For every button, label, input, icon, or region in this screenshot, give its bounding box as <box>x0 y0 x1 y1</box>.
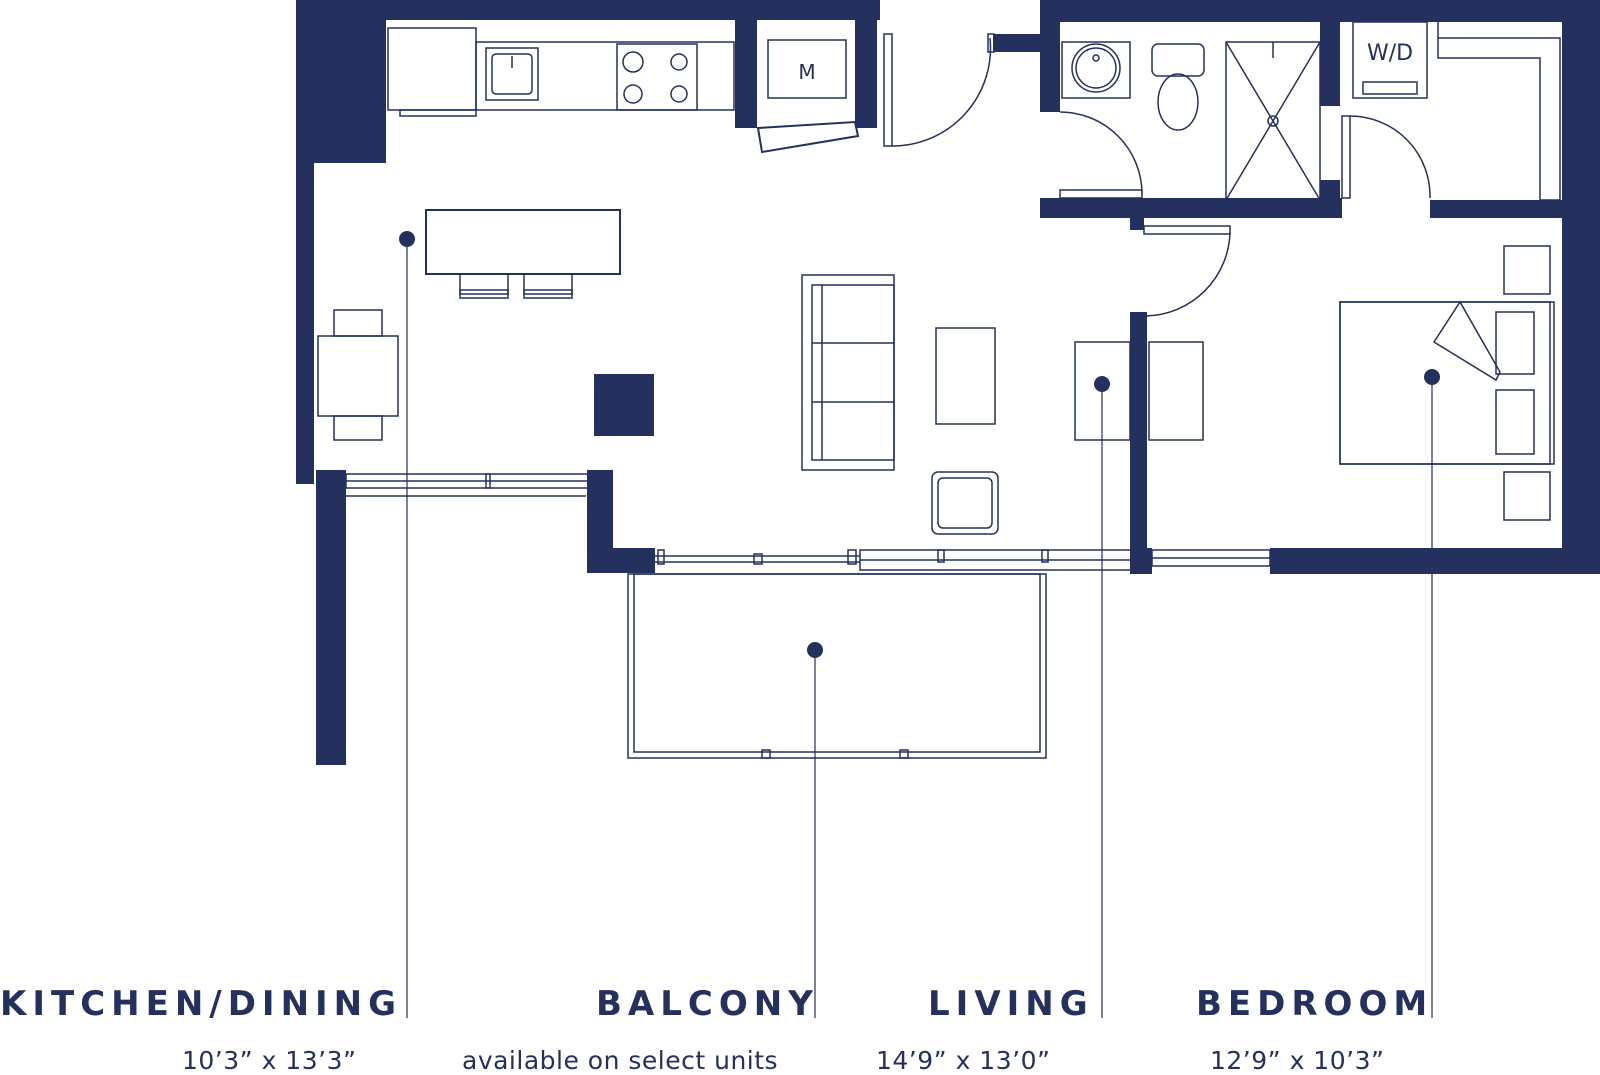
wall-stub <box>1130 216 1144 230</box>
label-leaders <box>399 231 1440 1018</box>
entry-door-swing <box>891 37 992 147</box>
pantry-door <box>756 120 860 154</box>
burner <box>623 84 643 104</box>
wall-bath-left <box>1040 0 1060 112</box>
lavatory <box>1071 43 1121 93</box>
room-label-balcony: BALCONY <box>596 984 819 1024</box>
bedroom-furniture <box>1143 225 1555 521</box>
bed-sheet-fold <box>1432 300 1501 382</box>
kitchen-fixtures: M <box>387 27 860 154</box>
room-label-living: LIVING <box>928 984 1094 1024</box>
wall-left-lower <box>316 470 346 765</box>
burner <box>670 85 688 103</box>
room-note-balcony: available on select units <box>462 1046 779 1075</box>
dining-table <box>317 309 399 441</box>
laundry-closet: W/D <box>1341 21 1561 201</box>
bath-door-swing <box>1059 111 1143 195</box>
stool <box>523 289 573 299</box>
wall-bath-door <box>993 34 1041 52</box>
balcony-railing <box>627 573 1047 759</box>
entry-door <box>883 33 995 147</box>
stool <box>523 273 573 295</box>
island <box>425 209 621 299</box>
nightstand <box>1503 245 1551 295</box>
burner <box>670 53 688 71</box>
cooktop <box>616 43 698 111</box>
pillow <box>1495 389 1535 455</box>
wall-closet-lower <box>1320 180 1340 218</box>
structural-column <box>594 374 654 436</box>
pillow <box>1495 311 1535 375</box>
shower-drain <box>1267 115 1279 127</box>
washer-dryer <box>1352 21 1428 99</box>
fridge <box>387 27 477 111</box>
burner <box>622 51 644 73</box>
nightstand <box>1503 471 1551 521</box>
bed-frame <box>1339 301 1555 465</box>
closet-shelf <box>1437 22 1561 201</box>
closet-door-swing <box>1349 115 1431 199</box>
bedroom-desk <box>1148 341 1204 441</box>
wall-bath-bottom <box>1040 198 1342 218</box>
bath-door-leaf <box>1059 189 1143 199</box>
room-dimensions-bedroom: 12’9” x 10’3” <box>1210 1046 1385 1075</box>
wall-balcony-corner <box>587 548 655 573</box>
wall-microwave-right <box>855 18 877 128</box>
wall-bottom-right <box>1270 548 1600 574</box>
room-dimensions-living: 14’9” x 13’0” <box>876 1046 1051 1075</box>
walls <box>296 0 1600 765</box>
coffee-table <box>935 327 996 425</box>
stool <box>459 273 509 295</box>
washer-dryer-label: W/D <box>1367 41 1413 66</box>
vanity <box>1061 41 1131 99</box>
windows <box>345 473 1271 571</box>
stool <box>459 289 509 299</box>
toilet-bowl <box>1157 73 1199 131</box>
island-counter <box>425 209 621 275</box>
microwave <box>767 39 847 99</box>
closet-door-leaf <box>1341 115 1351 199</box>
dining-chair <box>333 415 383 441</box>
bedroom-door-swing <box>1145 231 1231 317</box>
room-dimensions-kitchen-dining: 10’3” x 13’3” <box>182 1046 357 1075</box>
fridge-door <box>399 109 477 117</box>
sink-outer <box>485 47 539 101</box>
toilet-tank <box>1151 43 1205 77</box>
entry-door-leaf <box>883 33 893 147</box>
bathroom <box>1059 41 1321 201</box>
balcony-outline <box>627 573 1047 759</box>
room-label-bedroom: BEDROOM <box>1196 984 1434 1024</box>
wall-top <box>386 0 880 20</box>
dining-tabletop <box>317 335 399 417</box>
wall-bedroom-left <box>1130 312 1147 574</box>
wall-microwave-left <box>735 18 757 128</box>
wall-top-right <box>1040 0 1600 22</box>
bedroom-door-leaf <box>1143 225 1231 235</box>
wall-bath-closet-divider <box>1320 22 1340 106</box>
wall-right <box>1562 0 1600 565</box>
wall-bedroom-corner <box>1130 548 1152 574</box>
sink-basin <box>491 53 533 95</box>
armchair <box>931 471 999 535</box>
counter <box>475 41 735 111</box>
dining-chair <box>333 309 383 337</box>
microwave-label: M <box>798 60 815 84</box>
wall-left <box>296 0 314 484</box>
sofa-seat <box>811 284 895 461</box>
room-label-kitchen-dining: KITCHEN/DINING <box>0 984 403 1024</box>
wall-closet-bottom <box>1430 200 1600 218</box>
sofa-frame <box>801 274 895 471</box>
